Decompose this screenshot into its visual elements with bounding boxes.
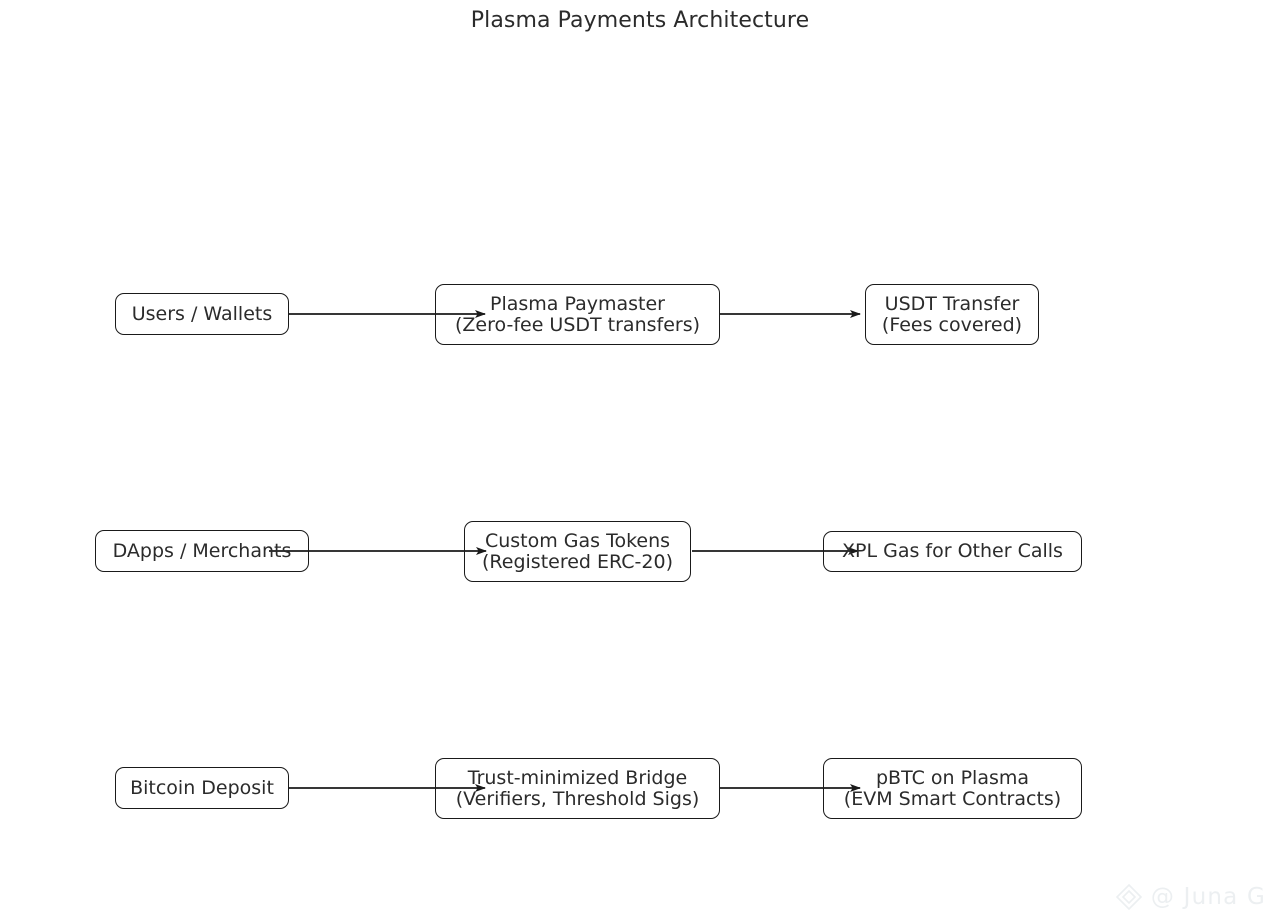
node-label: Users / Wallets [131, 302, 273, 325]
node-bitcoin-deposit[interactable]: Bitcoin Deposit [115, 767, 289, 809]
node-label-secondary: (Fees covered) [881, 313, 1023, 336]
node-label-primary: Trust-minimized Bridge [467, 766, 688, 789]
node-pbtc-on-plasma[interactable]: pBTC on Plasma (EVM Smart Contracts) [823, 758, 1082, 819]
node-label: DApps / Merchants [112, 539, 292, 562]
node-label-secondary: (Zero-fee USDT transfers) [454, 313, 701, 336]
node-xpl-gas[interactable]: XPL Gas for Other Calls [823, 531, 1082, 572]
node-label-primary: USDT Transfer [884, 292, 1020, 315]
node-label: Bitcoin Deposit [130, 776, 274, 799]
node-label-primary: Custom Gas Tokens [484, 529, 671, 552]
node-label-secondary: (EVM Smart Contracts) [843, 787, 1062, 810]
node-users-wallets[interactable]: Users / Wallets [115, 293, 289, 335]
node-label-primary: pBTC on Plasma [875, 766, 1030, 789]
node-dapps-merchants[interactable]: DApps / Merchants [95, 530, 309, 572]
page-title: Plasma Payments Architecture [470, 8, 810, 33]
node-label-secondary: (Registered ERC-20) [482, 550, 673, 573]
node-trust-minimized-bridge[interactable]: Trust-minimized Bridge (Verifiers, Thres… [435, 758, 720, 819]
node-custom-gas-tokens[interactable]: Custom Gas Tokens (Registered ERC-20) [464, 521, 691, 582]
watermark: @ Juna G [1114, 882, 1266, 912]
node-usdt-transfer[interactable]: USDT Transfer (Fees covered) [865, 284, 1039, 345]
watermark-handle: @ Juna G [1150, 884, 1266, 910]
node-label-secondary: (Verifiers, Threshold Sigs) [455, 787, 700, 810]
diamond-logo-icon [1114, 882, 1144, 912]
node-label: XPL Gas for Other Calls [842, 540, 1063, 562]
node-plasma-paymaster[interactable]: Plasma Paymaster (Zero-fee USDT transfer… [435, 284, 720, 345]
node-label-primary: Plasma Paymaster [490, 292, 665, 315]
